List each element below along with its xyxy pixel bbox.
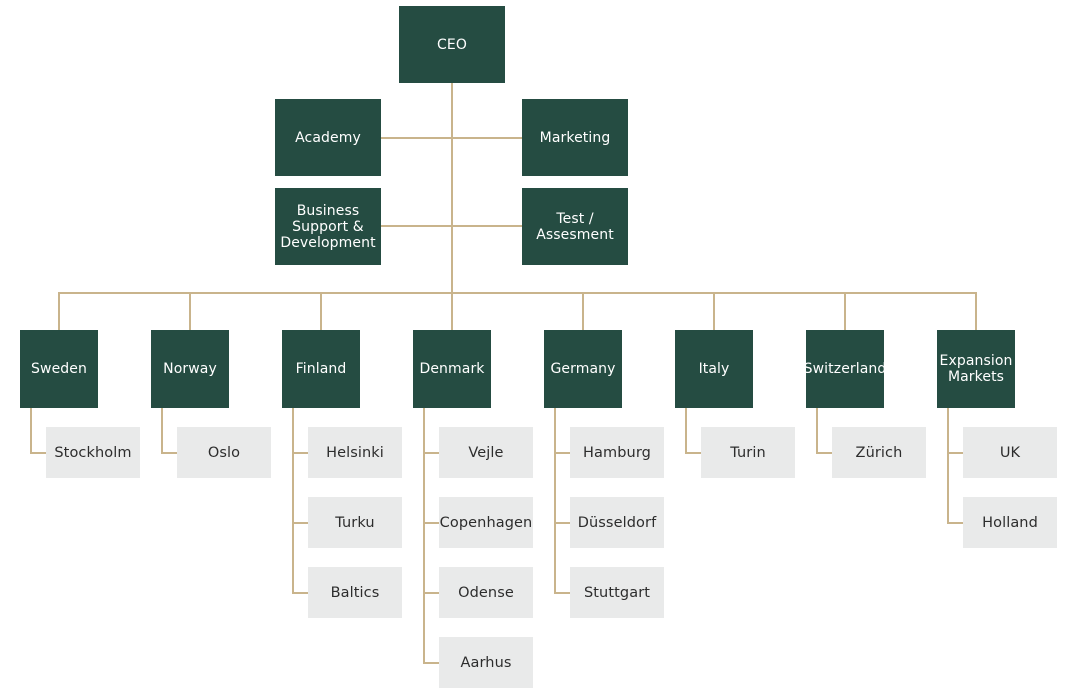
city-node: Hamburg (570, 427, 664, 478)
city-node: Odense (439, 567, 533, 618)
city-node: Turin (701, 427, 795, 478)
city-node: Turku (308, 497, 402, 548)
business-support-node: Business Support & Development (275, 188, 381, 265)
country-node: Denmark (413, 330, 491, 408)
city-branch-line (685, 451, 701, 454)
city-branch-line (292, 521, 308, 524)
country-drop-line (451, 292, 453, 330)
country-bus-line (58, 292, 977, 294)
city-node: Oslo (177, 427, 271, 478)
ceo-node: CEO (399, 6, 505, 83)
country-drop-line (582, 292, 584, 330)
city-branch-line (554, 451, 570, 454)
city-branch-line (423, 521, 439, 524)
city-node: Stuttgart (570, 567, 664, 618)
city-branch-line (292, 591, 308, 594)
staff-row2-line (381, 225, 523, 227)
country-drop-line (58, 292, 60, 330)
city-node: Helsinki (308, 427, 402, 478)
city-spine-line (423, 408, 425, 664)
city-node: Aarhus (439, 637, 533, 688)
city-node: Stockholm (46, 427, 140, 478)
city-spine-line (947, 408, 949, 524)
city-node: Vejle (439, 427, 533, 478)
country-node: Norway (151, 330, 229, 408)
test-assesment-node: Test / Assesment (522, 188, 628, 265)
city-spine-line (30, 408, 32, 454)
city-branch-line (554, 521, 570, 524)
city-branch-line (947, 451, 963, 454)
city-spine-line (816, 408, 818, 454)
country-node: Expansion Markets (937, 330, 1015, 408)
city-branch-line (30, 451, 46, 454)
city-node: Copenhagen (439, 497, 533, 548)
city-node: Düsseldorf (570, 497, 664, 548)
country-node: Finland (282, 330, 360, 408)
academy-node: Academy (275, 99, 381, 176)
country-node: Germany (544, 330, 622, 408)
staff-row1-line (381, 137, 523, 139)
city-spine-line (685, 408, 687, 454)
city-branch-line (554, 591, 570, 594)
country-node: Italy (675, 330, 753, 408)
country-node: Sweden (20, 330, 98, 408)
city-node: Baltics (308, 567, 402, 618)
country-drop-line (320, 292, 322, 330)
city-branch-line (947, 521, 963, 524)
city-node: Zürich (832, 427, 926, 478)
city-spine-line (292, 408, 294, 594)
city-spine-line (554, 408, 556, 594)
country-drop-line (713, 292, 715, 330)
city-branch-line (292, 451, 308, 454)
country-drop-line (975, 292, 977, 330)
city-branch-line (423, 661, 439, 664)
country-drop-line (189, 292, 191, 330)
country-drop-line (844, 292, 846, 330)
city-branch-line (161, 451, 177, 454)
city-spine-line (161, 408, 163, 454)
city-branch-line (816, 451, 832, 454)
marketing-node: Marketing (522, 99, 628, 176)
city-node: Holland (963, 497, 1057, 548)
city-branch-line (423, 451, 439, 454)
city-branch-line (423, 591, 439, 594)
ceo-trunk-line (451, 83, 453, 294)
city-node: UK (963, 427, 1057, 478)
country-node: Switzerland (804, 330, 886, 408)
